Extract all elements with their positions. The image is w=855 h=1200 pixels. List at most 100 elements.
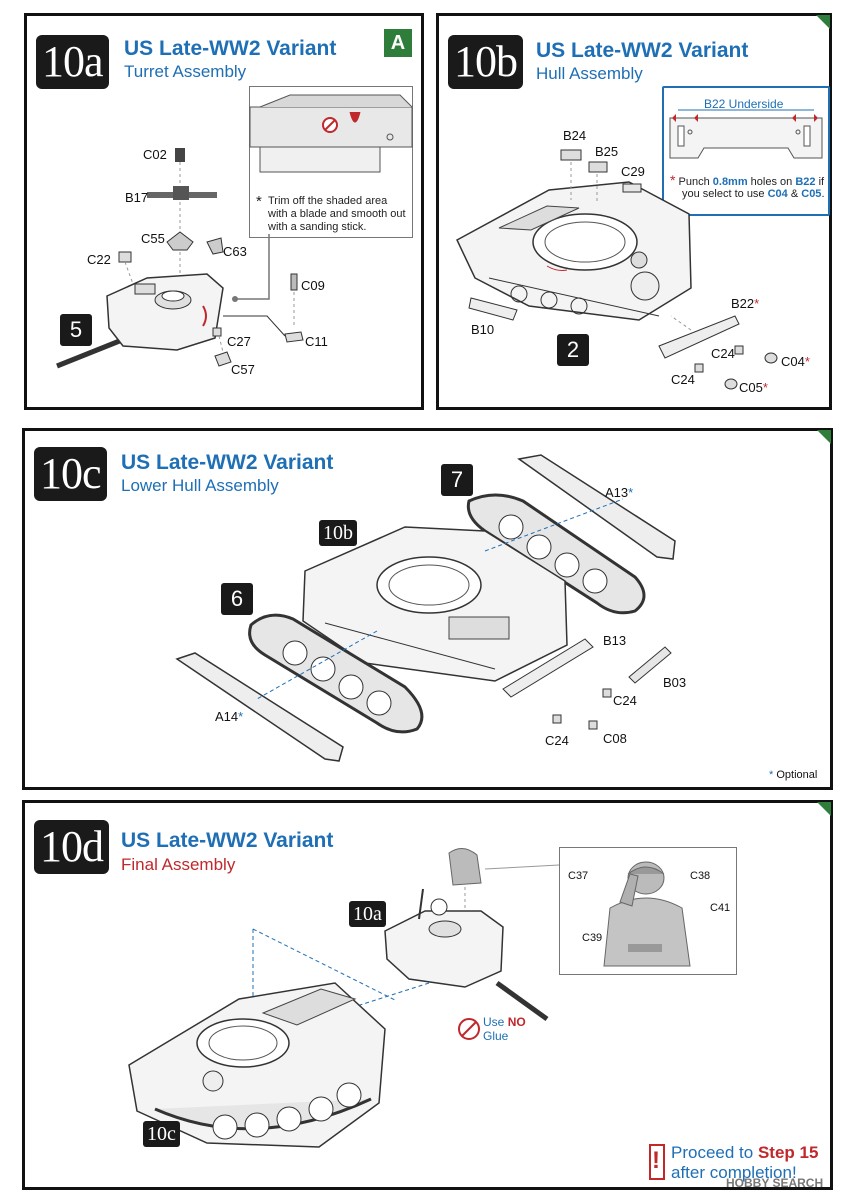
step-10b-title: US Late-WW2 Variant (536, 39, 749, 62)
proceed-line1: Proceed to Step 15 (671, 1143, 818, 1163)
step-10d-panel: 10d US Late-WW2 Variant Final Assembly C… (22, 800, 833, 1190)
turret-assembly-drawing (56, 148, 304, 369)
step-10a-subtitle: Turret Assembly (124, 62, 247, 81)
part-label-b24: B24 (563, 128, 587, 143)
punch-note-star: * (670, 172, 676, 188)
trim-note-text: Trim off the shaded area with a blade an… (268, 195, 406, 233)
panel-corner-marker (817, 430, 831, 444)
step-10a-badge: 10a (36, 35, 109, 89)
step-10c-subtitle: Lower Hull Assembly (121, 476, 279, 495)
trim-note-star: * (256, 193, 262, 210)
proceed-prefix: Proceed to (671, 1143, 758, 1162)
proceed-line2: after completion! (671, 1163, 797, 1182)
ref-10b-badge: 10b (319, 520, 357, 546)
optional-legend-text: Optional (776, 769, 818, 781)
part-label-c22: C22 (87, 252, 111, 267)
marker-a-box: A (384, 29, 412, 57)
punch-note-line2: you select to use C04 & C05. (682, 188, 825, 201)
ref-10c-badge: 10c (143, 1121, 180, 1147)
step-10c-substep-6: 6 (221, 583, 253, 615)
part-label-c11: C11 (305, 334, 328, 349)
step-10a-title: US Late-WW2 Variant (124, 37, 337, 60)
b22-underside-title: B22 Underside (704, 97, 784, 111)
punch-note-end: . (821, 188, 825, 200)
optional-legend: * Optional (769, 769, 817, 781)
final-assembly-drawing (128, 848, 665, 1180)
punch-note-if: if (815, 176, 825, 188)
ref-10a-badge: 10a (349, 901, 386, 927)
proceed-step: Step 15 (757, 1143, 819, 1162)
part-label-c41: C41 (710, 902, 731, 914)
step-10c-substep-7: 7 (441, 464, 473, 496)
part-label-c38: C38 (690, 870, 711, 882)
part-label-c24-right: C24 (613, 693, 637, 708)
part-label-a13-text: A13 (605, 485, 629, 500)
b22-underside-drawing (669, 109, 823, 159)
optional-legend-star: * (769, 769, 774, 781)
part-label-c05: C05* (739, 380, 768, 395)
part-label-c02: C02 (143, 147, 167, 162)
punch-note-part: B22 (795, 176, 816, 188)
step-10b-badge: 10b (448, 35, 523, 89)
part-label-c55: C55 (141, 231, 165, 246)
part-label-c09: C09 (301, 278, 325, 293)
punch-note-c04: C04 (767, 188, 788, 200)
proceed-exclaim-icon: ! (652, 1147, 660, 1174)
step-10d-title: US Late-WW2 Variant (121, 829, 334, 852)
step-10d-subtitle: Final Assembly (121, 855, 236, 874)
step-10c-title: US Late-WW2 Variant (121, 451, 334, 474)
punch-note-size: 0.8mm (712, 176, 748, 188)
part-label-c24-bottom: C24 (545, 733, 569, 748)
punch-note-line1: * Punch 0.8mm holes on B22 if (670, 172, 825, 189)
part-label-c05-text: C05 (739, 380, 763, 395)
punch-note-line2-prefix: you select to use (682, 188, 768, 200)
step-10b-substep-2: 2 (557, 334, 589, 366)
punch-note-prefix: Punch (678, 176, 713, 188)
use-no-bold: NO (507, 1015, 526, 1029)
punch-note-amp: & (787, 188, 802, 200)
part-label-b03: B03 (663, 675, 687, 690)
part-label-c29: C29 (621, 164, 645, 179)
note-leader-line (232, 234, 270, 302)
part-label-c27: C27 (227, 334, 251, 349)
panel-corner-marker (817, 802, 831, 816)
part-label-c24-upper: C24 (711, 346, 735, 361)
use-no-glue-line1: Use NO (483, 1015, 526, 1029)
step-10b-panel: 10b US Late-WW2 Variant Hull Assembly B2… (436, 13, 832, 410)
panel-corner-marker (816, 15, 830, 29)
hull-assembly-drawing (456, 149, 778, 390)
part-label-b22: B22* (731, 296, 760, 311)
part-label-c04: C04* (781, 354, 810, 369)
step-10c-panel: 10c US Late-WW2 Variant Lower Hull Assem… (22, 428, 833, 790)
part-label-b17: B17 (125, 190, 149, 205)
turret-detail-drawing (249, 94, 413, 173)
punch-note-mid: holes on (747, 176, 796, 188)
step-10a-panel: 10a US Late-WW2 Variant Turret Assembly … (24, 13, 424, 410)
watermark: HOBBY SEARCH (726, 1176, 824, 1190)
part-label-b10: B10 (471, 322, 495, 337)
lower-hull-drawing (175, 454, 676, 762)
part-label-b22-text: B22 (731, 296, 755, 311)
part-label-a13: A13* (605, 485, 634, 500)
crew-figure-drawing (603, 861, 691, 967)
part-label-b25: B25 (595, 144, 619, 159)
part-label-c08: C08 (603, 731, 627, 746)
part-label-c63: C63 (223, 244, 247, 259)
part-label-a14: A14* (215, 709, 244, 724)
part-label-a14-text: A14 (215, 709, 239, 724)
part-label-c24-lower: C24 (671, 372, 695, 387)
step-10b-subtitle: Hull Assembly (536, 64, 643, 83)
trim-note-box: * Trim off the shaded area with a blade … (249, 86, 413, 238)
b22-underside-box: B22 Underside * Punch 0.8mm holes on B22… (662, 86, 830, 216)
use-no-glue-line2: Glue (483, 1029, 509, 1043)
part-label-c39: C39 (582, 932, 603, 944)
step-10a-substep-5: 5 (60, 314, 92, 346)
part-label-c57: C57 (231, 362, 255, 377)
part-label-c04-text: C04 (781, 354, 805, 369)
use-no-prefix: Use (483, 1015, 508, 1029)
punch-note-c05: C05 (801, 188, 822, 200)
step-10c-badge: 10c (34, 447, 107, 501)
step-10d-badge: 10d (34, 820, 109, 874)
part-label-b13: B13 (603, 633, 627, 648)
crew-figure-box: C37 C38 C41 C39 (559, 847, 737, 975)
